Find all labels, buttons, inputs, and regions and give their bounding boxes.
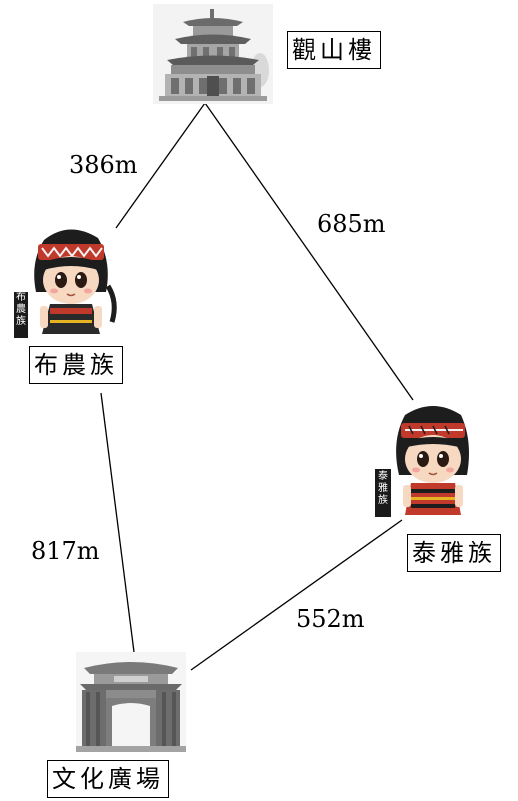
distance-label-guanshan-atayal: 685m	[317, 210, 386, 238]
bunun-character-icon: 布 農 族	[14, 222, 122, 340]
edge-atayal-plaza	[190, 519, 403, 671]
bunun-sash-text: 布 農 族	[16, 292, 26, 327]
node-label-plaza: 文化廣場	[47, 760, 169, 798]
distance-label-bunun-plaza: 817m	[31, 537, 100, 565]
distance-label-guanshan-bunun: 386m	[69, 151, 138, 179]
node-label-atayal: 泰雅族	[407, 534, 501, 572]
edge-guanshan-atayal	[204, 102, 414, 401]
node-label-bunun: 布農族	[29, 346, 123, 384]
atayal-character-icon: 泰 雅 族	[375, 401, 483, 519]
distance-label-atayal-plaza: 552m	[296, 605, 365, 633]
edge-guanshan-bunun	[115, 102, 206, 229]
node-label-guanshan: 觀山樓	[287, 31, 381, 69]
tower-icon	[153, 4, 273, 104]
gate-icon	[76, 652, 186, 752]
edge-bunun-plaza	[100, 392, 135, 653]
atayal-sash-text: 泰 雅 族	[378, 471, 388, 506]
